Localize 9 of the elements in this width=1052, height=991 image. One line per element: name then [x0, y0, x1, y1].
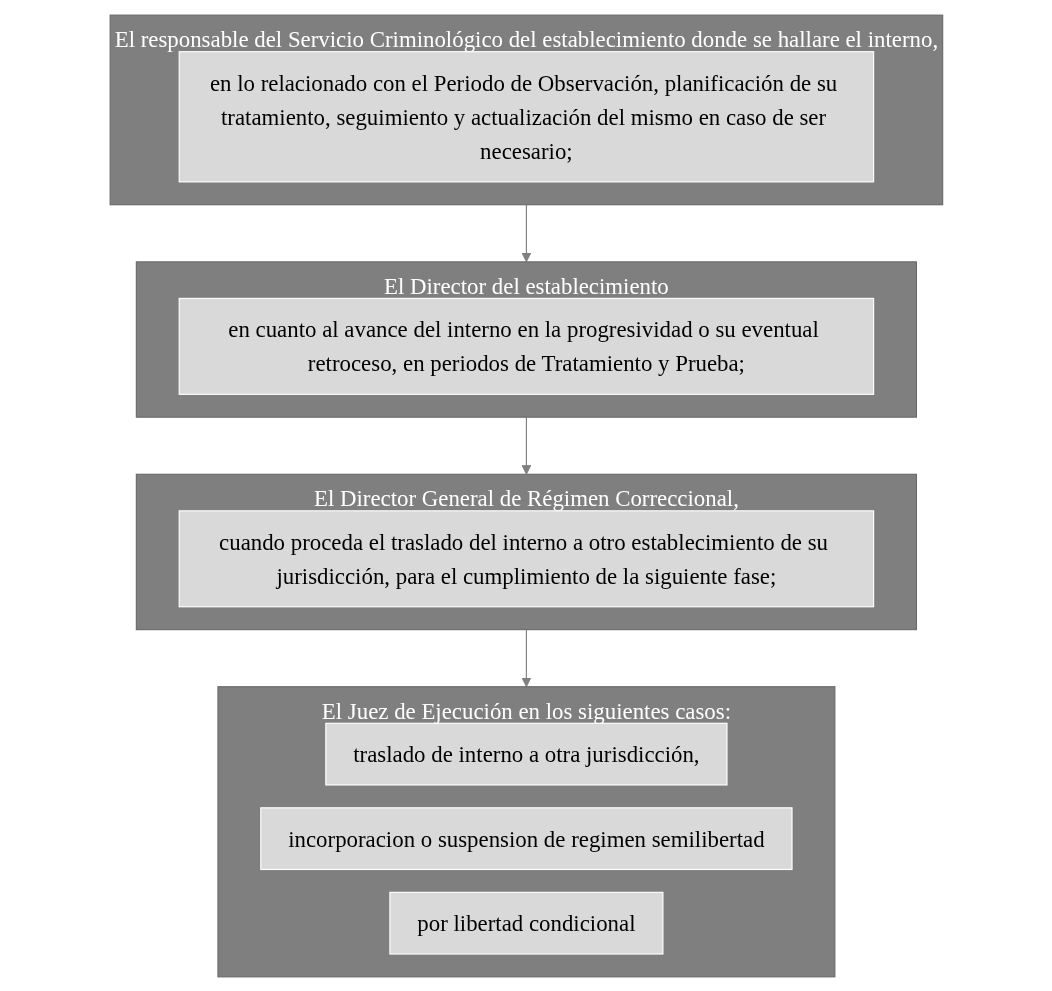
- node-box: en cuanto al avance del interno en la progresividad o su eventual retroceso, en periodos de Tratamiento y Prueba;: [178, 297, 874, 395]
- node-box: incorporacion o suspension de regimen semilibertad: [259, 806, 793, 870]
- node-box: por libertad condicional: [388, 891, 664, 955]
- arrow: [520, 628, 532, 687]
- node-box: traslado de interno a otra jurisdicción,: [324, 722, 728, 786]
- arrow: [520, 203, 532, 262]
- arrow: [520, 416, 532, 475]
- node-box: cuando proceda el traslado del interno a otro establecimiento de su jurisdicción, para el cumplimiento de la siguiente fase;: [178, 509, 874, 607]
- node-box: en lo relacionado con el Periodo de Observación, planificación de su tratamiento, seguimiento y actualización del mismo en caso de ser necesario;: [178, 50, 874, 182]
